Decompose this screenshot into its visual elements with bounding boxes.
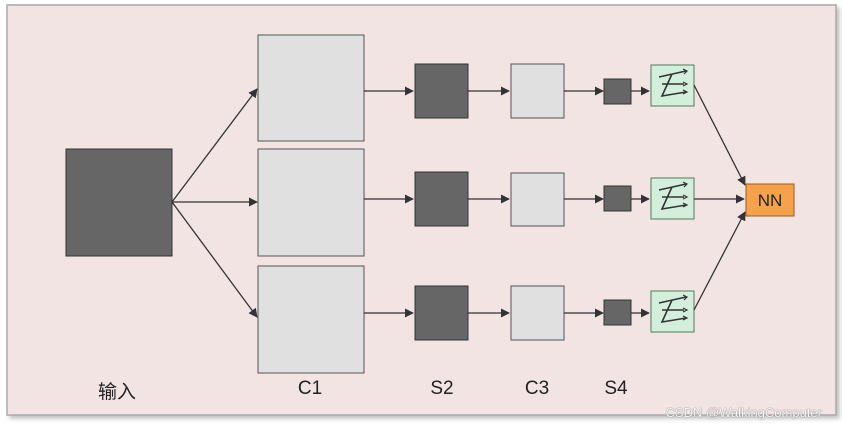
c3-block-bottom — [510, 285, 565, 341]
fc-block-top — [650, 64, 695, 107]
c1-block-top — [257, 34, 365, 142]
c1-block-middle — [257, 148, 365, 257]
c1-block-bottom — [257, 265, 365, 374]
arrow-fc-to-nn-bottom — [693, 211, 746, 311]
fc-connection-icon — [658, 296, 687, 324]
s4-block-bottom — [603, 299, 632, 326]
c3-block-middle — [510, 172, 565, 227]
nn-block — [745, 183, 795, 217]
fc-block-middle — [650, 177, 695, 220]
s2-label: S2 — [430, 378, 454, 399]
watermark-text: CSDN @WalkingComputer — [665, 405, 822, 420]
input-block — [65, 148, 173, 257]
s4-label: S4 — [604, 378, 628, 399]
fc-connection-icon — [658, 70, 687, 98]
input-label: 输入 — [97, 382, 136, 403]
fc-connection-icon — [658, 183, 687, 211]
arrow-fc-to-nn-top — [693, 84, 746, 186]
s4-block-top — [603, 78, 632, 105]
c1-label: C1 — [297, 378, 323, 399]
fc-block-bottom — [650, 290, 695, 333]
arrow-input-to-c1-top — [171, 88, 258, 203]
s2-block-bottom — [414, 285, 469, 341]
c3-label: C3 — [524, 378, 550, 399]
s4-block-middle — [603, 185, 632, 212]
arrow-input-to-c1-bottom — [171, 201, 258, 318]
s2-block-middle — [414, 171, 469, 227]
c3-block-top — [510, 63, 565, 119]
s2-block-top — [414, 63, 469, 119]
nn-label: NN — [757, 191, 783, 210]
